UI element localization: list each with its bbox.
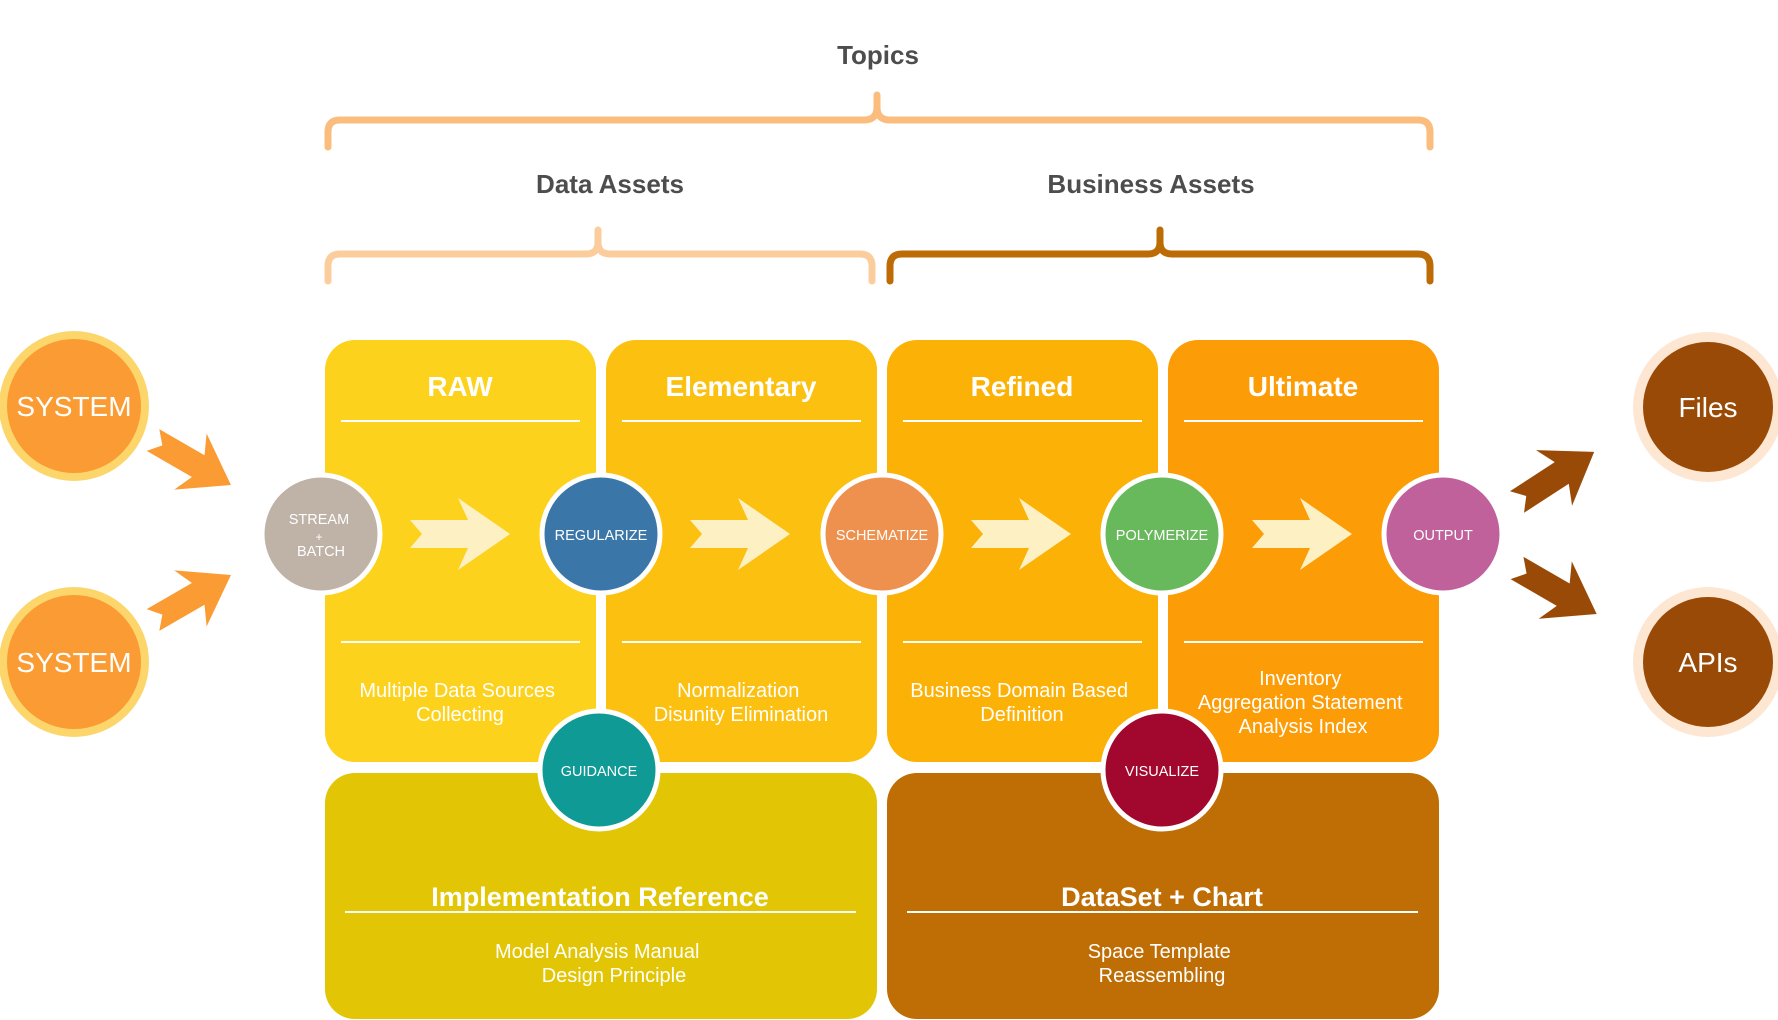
stage-description: Inventory Aggregation Statement Analysis… bbox=[1198, 668, 1408, 738]
stage-description: Normalization Disunity Elimination bbox=[654, 680, 829, 726]
source-label: SYSTEM bbox=[16, 391, 131, 422]
source-system-2: SYSTEM bbox=[0, 587, 149, 737]
business-assets-bracket bbox=[886, 226, 1434, 285]
output-apis: APIs bbox=[1633, 587, 1778, 737]
output-label: Files bbox=[1678, 392, 1737, 423]
node-schematize: SCHEMATIZE bbox=[820, 472, 944, 596]
source-system-1: SYSTEM bbox=[0, 331, 149, 481]
node-label: SCHEMATIZE bbox=[836, 528, 929, 544]
input-arrow-icon bbox=[136, 546, 248, 649]
node-stream-batch: STREAM + BATCH bbox=[259, 472, 383, 596]
node-regularize: REGULARIZE bbox=[539, 472, 663, 596]
stage-title: Refined bbox=[971, 371, 1074, 402]
data-assets-bracket bbox=[324, 226, 876, 285]
node-label: VISUALIZE bbox=[1125, 764, 1199, 780]
support-dataset-chart: DataSet + Chart Space Template Reassembl… bbox=[887, 773, 1439, 1019]
support-description: Space Template Reassembling bbox=[1088, 941, 1237, 987]
node-visualize: VISUALIZE bbox=[1100, 708, 1224, 832]
node-output: OUTPUT bbox=[1381, 472, 1505, 596]
support-title: DataSet + Chart bbox=[1061, 882, 1263, 912]
source-label: SYSTEM bbox=[16, 647, 131, 678]
node-label: GUIDANCE bbox=[561, 764, 638, 780]
support-implementation-reference: Implementation Reference Model Analysis … bbox=[325, 773, 877, 1019]
node-polymerize: POLYMERIZE bbox=[1100, 472, 1224, 596]
topics-bracket bbox=[324, 91, 1434, 151]
stage-title: Ultimate bbox=[1248, 371, 1358, 402]
topics-heading: Topics bbox=[837, 40, 919, 70]
output-label: APIs bbox=[1678, 647, 1737, 678]
stage-elementary: Elementary Normalization Disunity Elimin… bbox=[606, 340, 877, 762]
stage-raw: RAW Multiple Data Sources Collecting bbox=[325, 340, 596, 762]
stage-description: Multiple Data Sources Collecting bbox=[359, 680, 560, 726]
node-label: REGULARIZE bbox=[555, 528, 648, 544]
data-assets-heading: Data Assets bbox=[536, 169, 684, 199]
stage-description: Business Domain Based Definition bbox=[910, 680, 1133, 726]
input-arrow-icon bbox=[136, 411, 248, 514]
stage-ultimate: Ultimate Inventory Aggregation Statement… bbox=[1168, 340, 1439, 762]
support-description: Model Analysis Manual Design Principle bbox=[495, 941, 705, 987]
output-files: Files bbox=[1633, 332, 1778, 482]
business-assets-heading: Business Assets bbox=[1047, 169, 1254, 199]
node-label: OUTPUT bbox=[1413, 528, 1473, 544]
output-arrow-icon bbox=[1500, 539, 1614, 643]
node-label: STREAM + BATCH bbox=[289, 512, 353, 560]
node-label: POLYMERIZE bbox=[1116, 528, 1209, 544]
node-guidance: GUIDANCE bbox=[537, 708, 661, 832]
stage-title: Elementary bbox=[666, 371, 817, 402]
stage-refined: Refined Business Domain Based Definition bbox=[887, 340, 1158, 762]
stage-title: RAW bbox=[427, 371, 493, 402]
support-title: Implementation Reference bbox=[431, 882, 769, 912]
output-arrow-icon bbox=[1498, 424, 1613, 530]
